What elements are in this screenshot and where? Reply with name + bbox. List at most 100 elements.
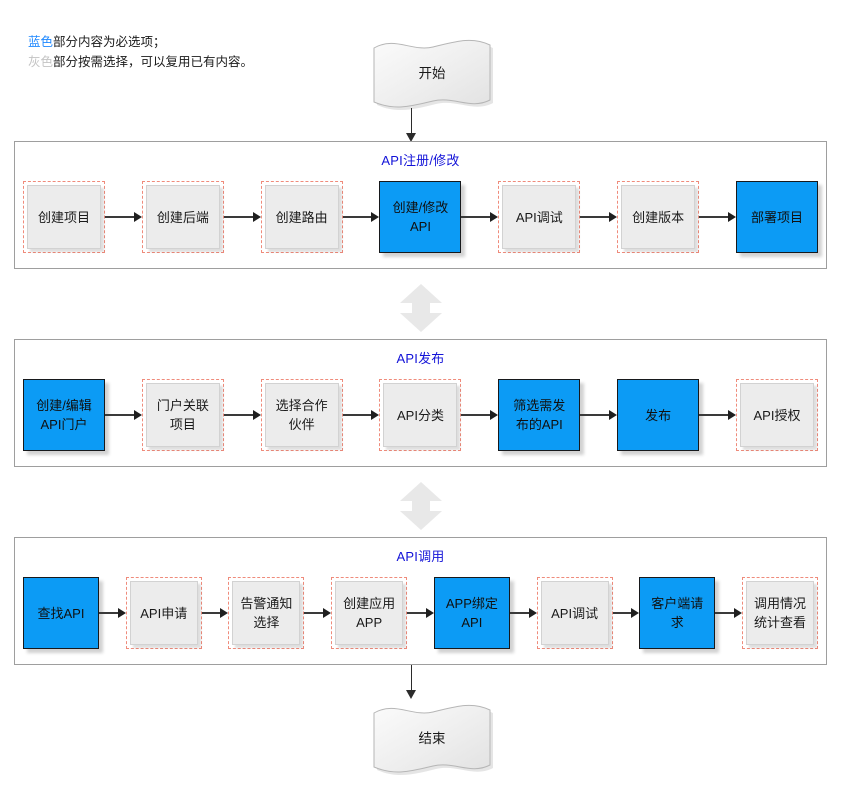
end-terminator: 结束 [367, 703, 497, 775]
section-title-api-publish: API发布 [396, 351, 445, 366]
node-label: 选择合作 伙伴 [275, 398, 328, 432]
connector-panel3-to-end [411, 665, 412, 692]
node-api-debug-invoke[interactable]: API调试 [536, 577, 613, 649]
node-api-debug[interactable]: API调试 [498, 181, 581, 253]
double-arrow-shape [400, 284, 442, 332]
node-create-route[interactable]: 创建路由 [260, 181, 343, 253]
arrow-shaft [99, 612, 118, 614]
node-label: 查找API [37, 605, 85, 621]
node-label: 告警通知 选择 [240, 596, 293, 630]
node-filter-apis-to-publish[interactable]: 筛选需发 布的API [498, 379, 581, 451]
node-label: 门户关联 项目 [156, 398, 209, 432]
node-label: API调试 [551, 605, 599, 621]
flow-row-api-publish: 创建/编辑 API门户 门户关联 项目 选择合作 伙伴 API分类 筛选需发 布… [23, 376, 818, 454]
arrow-connector [509, 608, 537, 618]
node-select-partner[interactable]: 选择合作 伙伴 [260, 379, 343, 451]
arrow-head-icon [133, 212, 142, 222]
arrow-shaft [342, 216, 372, 218]
arrow-shaft [461, 216, 491, 218]
flow-row-api-register: 创建项目 创建后端 创建路由 创建/修改 API API调试 创建版本 部署项目 [23, 178, 818, 256]
arrow-connector [407, 608, 434, 618]
arrow-shaft [699, 414, 728, 416]
arrow-connector [715, 608, 743, 618]
node-client-request[interactable]: 客户端请 求 [639, 577, 716, 649]
node-create-app[interactable]: 创建应用 APP [331, 577, 408, 649]
node-api-application[interactable]: API申请 [125, 577, 202, 649]
arrow-head-icon [371, 212, 380, 222]
node-label: 创建/修改 API [392, 200, 449, 234]
arrowhead-panel3-to-end [406, 690, 416, 699]
start-label: 开始 [418, 66, 446, 81]
node-find-api[interactable]: 查找API [23, 577, 99, 649]
start-shape-icon [373, 39, 493, 110]
arrow-shaft [407, 612, 426, 614]
arrow-shaft [461, 414, 491, 416]
arrow-shaft [201, 612, 221, 614]
legend-keyword-blue: 蓝色 [28, 35, 54, 49]
legend-keyword-gray: 灰色 [28, 55, 54, 69]
arrow-connector [342, 410, 380, 420]
start-terminator: 开始 [367, 38, 497, 110]
node-label: 部署项目 [750, 209, 803, 225]
double-arrow-panel1-panel2-icon [398, 283, 444, 333]
node-create-backend[interactable]: 创建后端 [141, 181, 224, 253]
node-deploy-project[interactable]: 部署项目 [735, 181, 818, 253]
section-title-api-invoke: API调用 [396, 549, 445, 564]
legend-text-required: 部分内容为必选项； [53, 35, 166, 49]
section-api-invoke: API调用 查找API API申请 告警通知 选择 创建应用 APP APP绑定… [14, 537, 827, 665]
arrow-connector [612, 608, 640, 618]
arrow-shaft [342, 414, 372, 416]
legend-line-required: 蓝色部分内容为必选项； [28, 32, 253, 52]
arrow-head-icon [117, 608, 126, 618]
arrow-head-icon [252, 212, 261, 222]
flow-row-api-invoke: 查找API API申请 告警通知 选择 创建应用 APP APP绑定 API A… [23, 574, 819, 652]
arrow-head-icon [425, 608, 434, 618]
arrow-connector [580, 410, 618, 420]
node-invoke-stats-view[interactable]: 调用情况 统计查看 [742, 577, 819, 649]
section-api-publish: API发布 创建/编辑 API门户 门户关联 项目 选择合作 伙伴 API分类 … [14, 339, 827, 467]
arrow-shaft [699, 216, 728, 218]
arrow-connector [223, 212, 261, 222]
double-arrow-panel2-panel3-icon [398, 481, 444, 531]
node-api-authorization[interactable]: API授权 [735, 379, 818, 451]
node-create-edit-api-portal[interactable]: 创建/编辑 API门户 [23, 379, 105, 451]
legend-line-optional: 灰色部分按需选择，可以复用已有内容。 [28, 52, 253, 72]
node-label: 创建路由 [275, 209, 328, 225]
end-label: 结束 [418, 731, 446, 746]
arrow-connector [461, 212, 499, 222]
arrow-head-icon [609, 212, 618, 222]
arrow-connector [201, 608, 229, 618]
node-alarm-notify-select[interactable]: 告警通知 选择 [228, 577, 305, 649]
arrow-shaft [223, 216, 253, 218]
arrow-head-icon [734, 608, 743, 618]
arrow-head-icon [727, 212, 736, 222]
arrow-head-icon [323, 608, 332, 618]
node-create-modify-api[interactable]: 创建/修改 API [379, 181, 462, 253]
node-create-version[interactable]: 创建版本 [617, 181, 700, 253]
node-label: API分类 [397, 407, 444, 423]
node-label: 发布 [645, 407, 672, 423]
arrowhead-start-to-panel1 [406, 133, 416, 142]
arrow-connector [105, 212, 142, 222]
arrow-head-icon [133, 410, 142, 420]
arrow-connector [304, 608, 332, 618]
arrow-shaft [715, 612, 735, 614]
node-create-project[interactable]: 创建项目 [23, 181, 105, 253]
connector-start-to-panel1 [411, 108, 412, 135]
node-portal-link-project[interactable]: 门户关联 项目 [141, 379, 224, 451]
arrow-head-icon [220, 608, 229, 618]
node-label: 创建应用 APP [343, 596, 396, 630]
node-app-bind-api[interactable]: APP绑定 API [433, 577, 510, 649]
arrow-connector [223, 410, 261, 420]
node-api-category[interactable]: API分类 [379, 379, 462, 451]
arrow-shaft [105, 414, 134, 416]
arrow-head-icon [727, 410, 736, 420]
arrow-shaft [223, 414, 253, 416]
arrow-connector [105, 410, 142, 420]
node-label: APP绑定 API [445, 596, 498, 630]
end-body [373, 704, 491, 773]
node-publish[interactable]: 发布 [617, 379, 700, 451]
arrow-head-icon [371, 410, 380, 420]
arrow-connector [461, 410, 499, 420]
node-label: 调用情况 统计查看 [754, 596, 807, 630]
